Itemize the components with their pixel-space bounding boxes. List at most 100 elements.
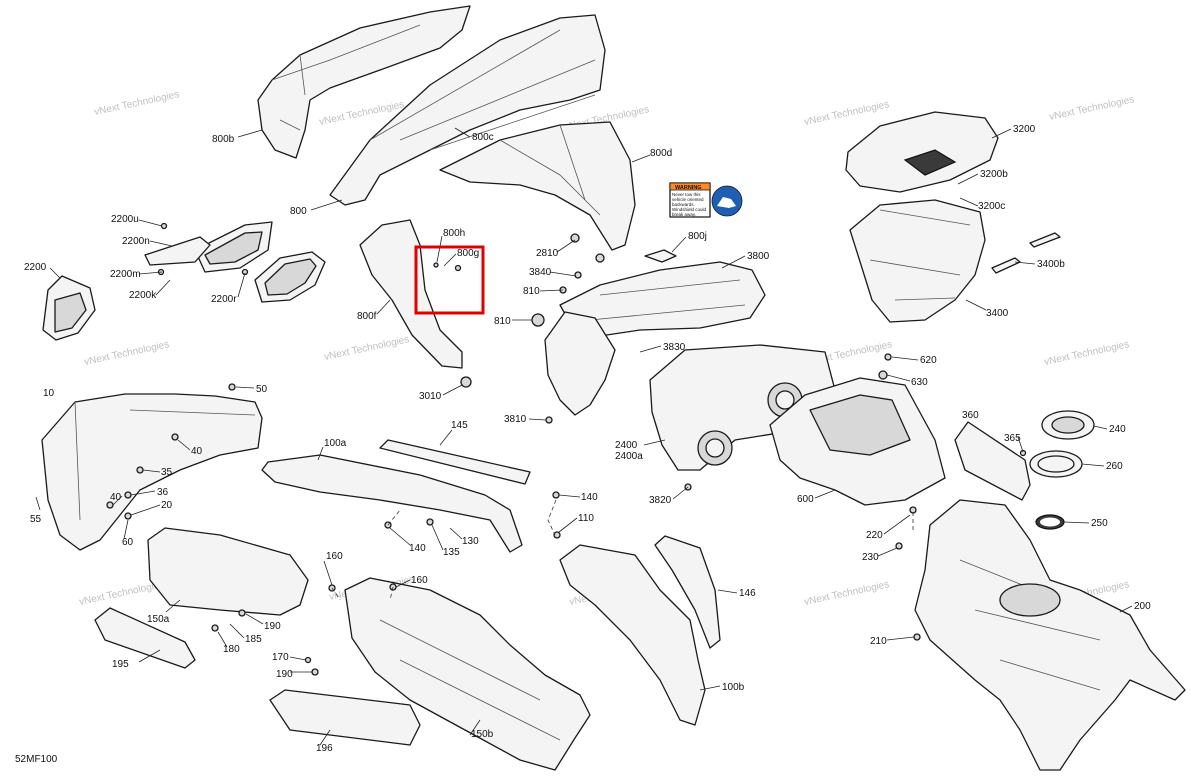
callout: 3200c (978, 201, 1005, 212)
callout: 40 (191, 446, 203, 457)
callout: 170 (272, 652, 289, 663)
callout: 50 (256, 384, 268, 395)
callout: 135 (443, 547, 460, 558)
callout: 800d (650, 148, 672, 159)
callout: 3810 (504, 414, 527, 425)
callout: 110 (578, 513, 594, 524)
callout: 2200 (24, 262, 47, 273)
callout: 230 (862, 552, 879, 563)
watermark: vNext Technologies (1043, 339, 1130, 368)
watermark: vNext Technologies (83, 339, 170, 368)
callout: 800j (688, 231, 707, 242)
callout: 2200k (129, 290, 157, 301)
callout: 220 (866, 530, 883, 541)
callout: 160 (326, 551, 343, 562)
callout: 196 (316, 743, 333, 754)
callout: 210 (870, 636, 887, 647)
callout: 3800 (747, 251, 770, 262)
callout: 180 (223, 644, 240, 655)
callout: 60 (122, 537, 134, 548)
callout: 55 (30, 514, 42, 525)
part-100b (559, 544, 706, 726)
callout: 145 (451, 420, 468, 431)
part-3200 (845, 111, 999, 193)
part-2200-mirror-left-glass (54, 292, 87, 333)
callout: 800c (472, 132, 494, 143)
leader-lines (35, 127, 1133, 746)
callout: 3400 (986, 308, 1009, 319)
part-800f (359, 219, 463, 369)
callout: 3200b (980, 169, 1008, 180)
callout: 3200 (1013, 124, 1036, 135)
assembly-lines (331, 499, 914, 601)
callout: 100b (722, 682, 745, 693)
part-3400 (849, 199, 986, 323)
callout: 3010 (419, 391, 442, 402)
callout: 800g (457, 248, 479, 259)
part-10 (41, 393, 263, 551)
callout: 3840 (529, 267, 552, 278)
callout: 160 (411, 575, 428, 586)
part-800 (329, 14, 606, 206)
callout: 2400a (615, 451, 643, 462)
warning-line: Never tow this (672, 192, 701, 197)
callout: 36 (157, 487, 169, 498)
callout: 2200n (122, 236, 150, 247)
part-800b (257, 5, 471, 159)
parts: WARNING Never tow this vehicle oriented … (41, 5, 1186, 771)
part-200 (914, 499, 1186, 771)
part-3810-bracket (544, 311, 616, 416)
callout: 360 (962, 410, 979, 421)
part-100a (261, 454, 523, 553)
callout: 10 (43, 388, 55, 399)
callout: 800b (212, 134, 235, 145)
callout: 260 (1106, 461, 1123, 472)
warning-line: break away. (672, 212, 696, 217)
callout: 195 (112, 659, 129, 670)
warning-decal: WARNING Never tow this vehicle oriented … (669, 182, 743, 218)
callout: 2400 (615, 440, 638, 451)
callout: 150b (471, 729, 494, 740)
callout: 2200r (211, 294, 237, 305)
callout: 2200u (111, 214, 139, 225)
callout: 365 (1004, 433, 1021, 444)
part-800d (439, 121, 636, 251)
callout-labels: 800b 800c 800d 800 800h 800g 800f 800j 2… (24, 124, 1151, 754)
highlight-box (414, 245, 485, 315)
callout: 620 (920, 355, 937, 366)
callout: 250 (1091, 518, 1108, 529)
part-3400b (991, 257, 1021, 274)
warning-line: backwards. (672, 202, 695, 207)
callout: 40 (110, 492, 122, 503)
part-2200-mount (144, 236, 211, 266)
watermark: vNext Technologies (323, 334, 410, 363)
part-195 (94, 607, 196, 669)
callout: 600 (797, 494, 814, 505)
callout: 3400b (1037, 259, 1065, 270)
callout: 800f (357, 311, 377, 322)
callout: 185 (245, 634, 262, 645)
callout: 3820 (649, 495, 672, 506)
part-145 (379, 439, 531, 485)
part-196 (269, 689, 421, 746)
callout: 810 (494, 316, 511, 327)
part-150a (147, 527, 309, 616)
watermark: vNext Technologies (803, 579, 890, 608)
watermark: vNext Technologies (93, 89, 180, 118)
callout: 2810 (536, 248, 559, 259)
part-360 (954, 421, 1031, 501)
callout: 150a (147, 614, 170, 625)
figure-id: 52MF100 (15, 754, 58, 765)
callout: 190 (276, 669, 293, 680)
callout: 130 (462, 536, 479, 547)
warning-line: Windshield could (672, 207, 707, 212)
callout: 240 (1109, 424, 1126, 435)
callout: 100a (324, 438, 347, 449)
callout: 35 (161, 467, 173, 478)
callout: 20 (161, 500, 173, 511)
watermark: vNext Technologies (803, 99, 890, 128)
callout: 630 (911, 377, 928, 388)
callout: 140 (581, 492, 598, 503)
callout: 3830 (663, 342, 686, 353)
